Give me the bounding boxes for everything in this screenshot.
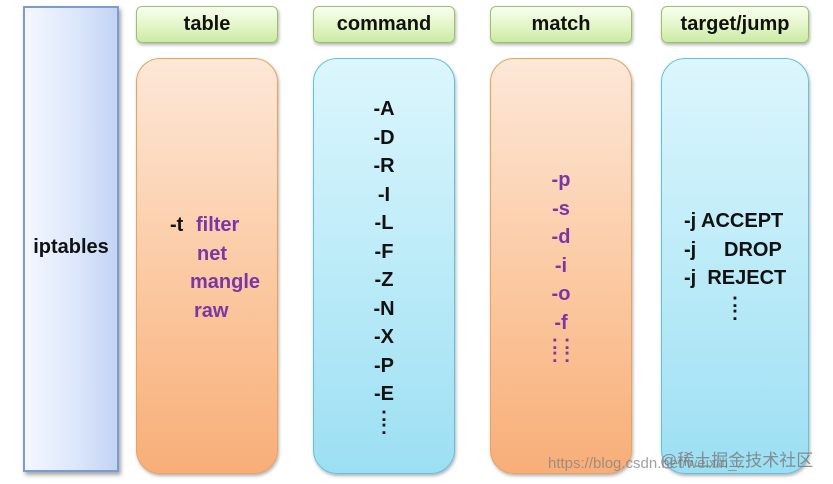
command-option: -D xyxy=(373,126,395,149)
command-option: -A xyxy=(373,98,395,120)
table-option-raw: raw xyxy=(194,300,229,322)
match-option: -p xyxy=(551,169,571,191)
command-option: -Z xyxy=(374,269,394,291)
root-label: iptables xyxy=(33,236,109,258)
target-more-dot-2: : xyxy=(731,303,739,325)
command-more-dots: : : xyxy=(314,403,454,439)
match-more-dots: : : : : xyxy=(491,332,631,367)
match-more-dot-2: : : xyxy=(551,345,571,367)
command-panel: -A -D -R -I -L -F -Z -N -X -P -E : : xyxy=(313,58,455,474)
match-option: -f xyxy=(554,311,568,334)
header-table: table xyxy=(136,6,278,43)
target-option-drop: -j DROP xyxy=(684,238,782,261)
match-option: -o xyxy=(551,283,571,305)
command-option: -I xyxy=(377,183,391,206)
match-panel: -p -s -d -i -o -f : : : : xyxy=(490,58,632,474)
command-option: -L xyxy=(374,212,394,234)
command-option: -R xyxy=(373,155,395,177)
command-option: -F xyxy=(374,240,394,263)
command-list: -A -D -R -I -L -F -Z -N -X -P -E : : xyxy=(314,95,454,439)
watermark-url: https://blog.csdn.net/weixin_... xyxy=(548,455,749,472)
match-option: -i xyxy=(554,254,568,277)
command-option: -X xyxy=(374,326,394,348)
command-more-dot-1: : xyxy=(380,403,388,426)
command-option: -N xyxy=(373,297,395,320)
target-more-dots: : : xyxy=(662,290,808,325)
target-panel: -j ACCEPT -j DROP -j REJECT : : xyxy=(661,58,809,474)
match-list: -p -s -d -i -o -f : : : : xyxy=(491,166,631,366)
table-option-mangle: mangle xyxy=(190,271,261,293)
command-more-dot-2: : xyxy=(380,416,388,439)
target-list: -j ACCEPT -j DROP -j REJECT xyxy=(684,207,786,293)
header-command: command xyxy=(313,6,455,43)
match-more-dot-1: : : xyxy=(551,332,571,354)
header-match: match xyxy=(490,6,632,43)
header-target: target/jump xyxy=(661,6,809,43)
root-box: iptables xyxy=(23,6,119,472)
target-option-reject: -j REJECT xyxy=(684,267,787,289)
command-option: -E xyxy=(374,383,394,405)
table-flag: -t xyxy=(170,214,184,236)
match-option: -d xyxy=(551,226,571,248)
match-option: -s xyxy=(552,197,570,220)
table-option-filter: filter xyxy=(196,214,240,236)
command-option: -P xyxy=(374,354,394,377)
watermark-site: @稀土掘金技术社区 xyxy=(660,451,814,470)
target-option-accept: -j ACCEPT xyxy=(684,210,784,232)
table-option-net: net xyxy=(197,243,227,265)
table-panel: -t filter net mangle raw xyxy=(136,58,278,474)
target-more-dot-1: : xyxy=(731,290,739,312)
